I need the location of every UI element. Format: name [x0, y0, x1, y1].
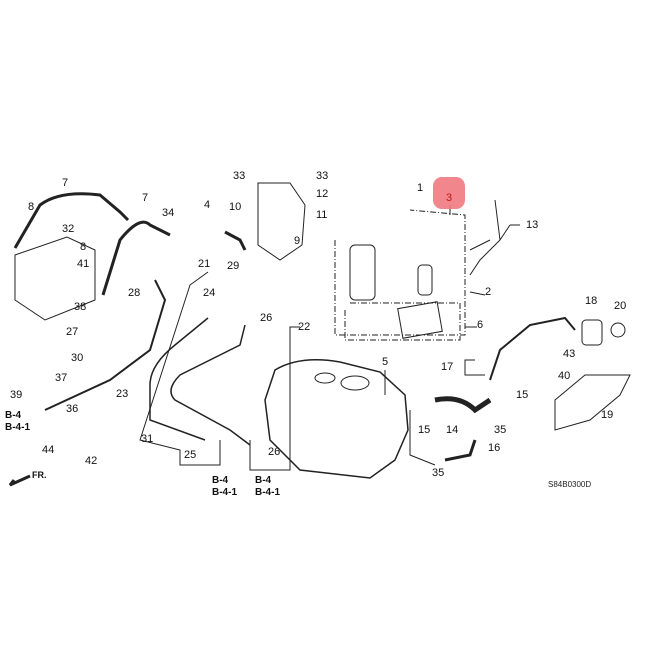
- highlighted-callout-3[interactable]: 3: [433, 177, 465, 209]
- section-ref[interactable]: B-4: [255, 475, 272, 486]
- callout[interactable]: 23: [116, 388, 129, 400]
- callout[interactable]: 8: [80, 241, 87, 253]
- diagram-code: S84B0300D: [548, 480, 592, 489]
- group-10: [257, 182, 306, 261]
- pump-motor: [417, 264, 433, 296]
- front-direction-label: FR.: [32, 470, 47, 480]
- callout[interactable]: 34: [162, 207, 175, 219]
- callout[interactable]: 36: [66, 403, 79, 415]
- section-ref[interactable]: B-4: [212, 475, 229, 486]
- pump-assembly: [349, 244, 376, 301]
- callout[interactable]: 35: [432, 467, 445, 479]
- filter: [397, 301, 443, 339]
- group-6: [344, 302, 461, 341]
- sender-13: [469, 199, 511, 276]
- callout[interactable]: 35: [494, 424, 507, 436]
- callout[interactable]: 26: [268, 446, 281, 458]
- callout[interactable]: 6: [477, 319, 484, 331]
- callout[interactable]: 41: [77, 258, 90, 270]
- hose-14: [434, 396, 492, 414]
- callout[interactable]: 33: [316, 170, 329, 182]
- callout[interactable]: 2: [485, 286, 492, 298]
- strap-7b: [101, 220, 171, 296]
- section-ref[interactable]: B-4-1: [5, 422, 31, 433]
- callout[interactable]: 15: [516, 389, 529, 401]
- callout[interactable]: 8: [28, 201, 35, 213]
- callout[interactable]: 40: [558, 370, 571, 382]
- hose-29: [224, 230, 247, 251]
- pipe-21: [149, 317, 209, 441]
- callout[interactable]: 26: [260, 312, 273, 324]
- pipe-23: [44, 279, 167, 411]
- callout[interactable]: 28: [128, 287, 141, 299]
- hose-16: [444, 439, 477, 462]
- callout[interactable]: 20: [614, 300, 627, 312]
- callout[interactable]: 44: [42, 444, 55, 456]
- callout[interactable]: 42: [85, 455, 98, 467]
- callout[interactable]: 25: [184, 449, 197, 461]
- callout[interactable]: 16: [488, 442, 501, 454]
- fuel-tank-5: [264, 359, 409, 479]
- callout[interactable]: 21: [198, 258, 211, 270]
- callout[interactable]: 30: [71, 352, 84, 364]
- pipe-22: [170, 324, 251, 446]
- group-1: [334, 209, 466, 336]
- section-ref[interactable]: B-4-1: [255, 487, 281, 498]
- base-18: [581, 319, 603, 346]
- callout[interactable]: 7: [142, 192, 149, 204]
- callout[interactable]: 31: [141, 433, 154, 445]
- callout[interactable]: 39: [10, 389, 23, 401]
- callout[interactable]: 12: [316, 188, 329, 200]
- cap-20: [610, 322, 626, 338]
- callout[interactable]: 11: [316, 209, 328, 221]
- section-ref[interactable]: B-4-1: [212, 487, 238, 498]
- callout[interactable]: 14: [446, 424, 459, 436]
- callout[interactable]: 32: [62, 223, 75, 235]
- strap-7a: [13, 192, 130, 249]
- callout[interactable]: 4: [204, 199, 211, 211]
- callout[interactable]: 5: [382, 356, 389, 368]
- group-32: [14, 236, 96, 321]
- callout[interactable]: 19: [601, 409, 614, 421]
- callout[interactable]: 38: [74, 301, 87, 313]
- filler-pipe-17: [489, 316, 576, 381]
- callout[interactable]: 43: [563, 348, 576, 360]
- callout[interactable]: 17: [441, 361, 454, 373]
- callout[interactable]: 33: [233, 170, 246, 182]
- callout[interactable]: 13: [526, 219, 539, 231]
- callout[interactable]: 1: [417, 182, 424, 194]
- callout[interactable]: 7: [62, 177, 69, 189]
- callout[interactable]: 27: [66, 326, 79, 338]
- callout[interactable]: 9: [294, 235, 301, 247]
- callout[interactable]: 24: [203, 287, 216, 299]
- front-arrow: [8, 474, 31, 487]
- section-ref[interactable]: B-4: [5, 410, 22, 421]
- callout[interactable]: 29: [227, 260, 240, 272]
- shield-19: [554, 374, 631, 431]
- callout[interactable]: 15: [418, 424, 431, 436]
- callout[interactable]: 10: [229, 201, 242, 213]
- callout[interactable]: 37: [55, 372, 68, 384]
- callout[interactable]: 22: [298, 321, 311, 333]
- callout[interactable]: 18: [585, 295, 598, 307]
